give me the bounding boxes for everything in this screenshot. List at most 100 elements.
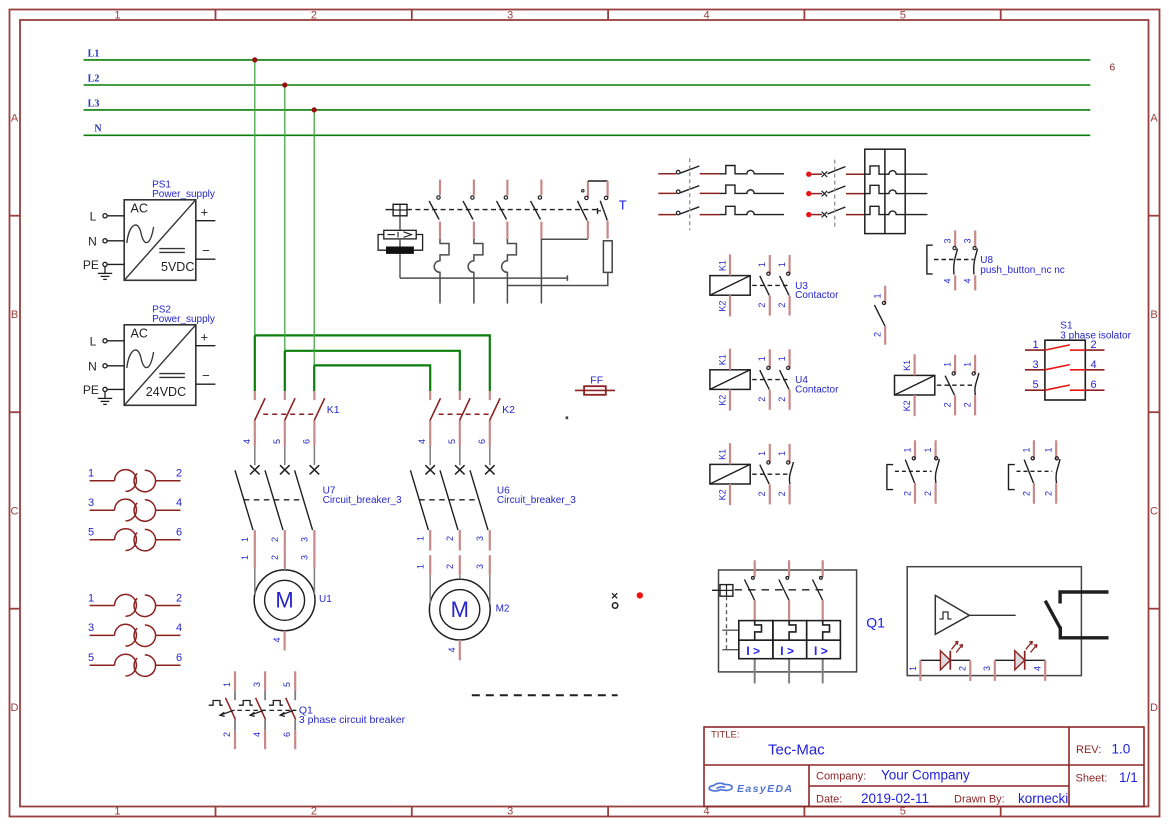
svg-text:S1: S1 (1060, 321, 1073, 332)
svg-text:A: A (1150, 112, 1158, 124)
svg-text:M: M (451, 597, 469, 622)
svg-text:3: 3 (88, 497, 94, 509)
svg-text:Company:: Company: (816, 770, 866, 782)
svg-text:1: 1 (777, 262, 787, 267)
svg-text:3 phase circuit breaker: 3 phase circuit breaker (299, 714, 406, 726)
svg-text:3: 3 (982, 666, 992, 671)
svg-text:3: 3 (88, 622, 94, 634)
svg-text:4: 4 (417, 439, 427, 444)
svg-text:3: 3 (252, 682, 262, 687)
svg-text:L: L (90, 210, 97, 224)
svg-text:3: 3 (300, 537, 310, 542)
svg-text:PE: PE (83, 258, 99, 272)
svg-text:EasyEDA: EasyEDA (737, 783, 794, 795)
svg-text:U1: U1 (319, 594, 332, 605)
svg-text:2: 2 (777, 397, 787, 402)
svg-text:−: − (202, 243, 210, 258)
svg-text:Q1: Q1 (299, 704, 313, 716)
svg-text:1: 1 (240, 537, 250, 542)
svg-text:PS2: PS2 (152, 304, 171, 315)
svg-text:1: 1 (943, 362, 953, 367)
svg-text:+: + (201, 330, 209, 345)
svg-text:K2: K2 (717, 395, 727, 406)
svg-text:2: 2 (757, 303, 767, 308)
svg-text:1: 1 (872, 293, 882, 298)
svg-text:PE: PE (83, 383, 99, 397)
svg-text:Circuit_breaker_3: Circuit_breaker_3 (323, 495, 402, 506)
svg-text:FF: FF (590, 374, 603, 386)
svg-text:3: 3 (475, 536, 485, 541)
svg-text:2019-02-11: 2019-02-11 (861, 791, 929, 806)
svg-text:K1: K1 (717, 354, 727, 365)
svg-text:2: 2 (757, 491, 767, 496)
svg-text:U3: U3 (795, 281, 808, 292)
svg-text:1/1: 1/1 (1119, 770, 1138, 785)
svg-text:K1: K1 (327, 404, 340, 416)
svg-text:+: + (201, 205, 209, 220)
svg-text:24VDC: 24VDC (146, 385, 186, 399)
svg-text:4: 4 (1090, 359, 1096, 371)
svg-text:U4: U4 (795, 375, 808, 386)
svg-text:Power_supply: Power_supply (152, 189, 215, 200)
svg-text:3: 3 (963, 238, 973, 243)
svg-text:L: L (90, 335, 97, 349)
svg-text:4: 4 (963, 278, 973, 283)
svg-text:2: 2 (270, 555, 280, 560)
svg-text:AC: AC (131, 327, 148, 341)
svg-text:2: 2 (176, 592, 182, 604)
svg-text:1: 1 (923, 447, 933, 452)
svg-text:5: 5 (272, 439, 282, 444)
svg-text:Drawn By:: Drawn By: (954, 794, 1005, 806)
svg-text:N: N (94, 124, 102, 135)
svg-text:U7: U7 (323, 485, 336, 496)
svg-text:K2: K2 (502, 404, 515, 416)
svg-text:kornecki: kornecki (1018, 791, 1068, 806)
svg-text:1: 1 (114, 9, 120, 21)
svg-text:4: 4 (703, 806, 709, 818)
svg-text:−: − (202, 368, 210, 383)
svg-text:Date:: Date: (816, 794, 842, 806)
svg-text:1: 1 (902, 447, 912, 452)
svg-text:1: 1 (415, 536, 425, 541)
svg-text:Power_supply: Power_supply (152, 314, 215, 325)
svg-text:1: 1 (757, 356, 767, 361)
svg-text:2: 2 (1044, 491, 1054, 496)
svg-text:Circuit_breaker_3: Circuit_breaker_3 (497, 495, 576, 506)
svg-text:T: T (619, 198, 627, 213)
svg-text:4: 4 (447, 647, 457, 652)
svg-text:6: 6 (301, 439, 311, 444)
svg-text:6: 6 (282, 732, 292, 737)
svg-text:4: 4 (176, 497, 182, 509)
svg-text:M: M (275, 588, 293, 613)
svg-text:I >: I > (814, 644, 828, 658)
svg-text:B: B (11, 309, 18, 321)
svg-text:Q1: Q1 (866, 614, 885, 630)
svg-text:push_button_nc nc: push_button_nc nc (980, 265, 1065, 276)
svg-text:2: 2 (757, 397, 767, 402)
svg-text:M2: M2 (496, 603, 510, 614)
svg-text:3: 3 (475, 564, 485, 569)
svg-text:C: C (11, 505, 19, 517)
svg-text:2: 2 (943, 402, 953, 407)
svg-text:K2: K2 (717, 301, 727, 312)
svg-text:5: 5 (282, 682, 292, 687)
svg-text:2: 2 (222, 732, 232, 737)
svg-text:3: 3 (507, 806, 513, 818)
svg-text:1.0: 1.0 (1112, 741, 1131, 756)
svg-text:N: N (88, 235, 97, 249)
svg-text:I >: I > (746, 644, 760, 658)
svg-text:5: 5 (900, 9, 906, 21)
svg-text:1: 1 (88, 468, 94, 480)
svg-text:3: 3 (300, 555, 310, 560)
svg-text:K1: K1 (717, 449, 727, 460)
svg-text:2: 2 (1090, 339, 1096, 351)
svg-text:6: 6 (176, 652, 182, 664)
svg-text:D: D (11, 702, 19, 714)
svg-text:3: 3 (507, 9, 513, 21)
svg-text:1: 1 (1032, 339, 1038, 351)
svg-text:U6: U6 (497, 485, 510, 496)
svg-text:2: 2 (1021, 491, 1031, 496)
svg-text:C: C (1150, 505, 1158, 517)
svg-text:6: 6 (176, 527, 182, 539)
svg-text:1: 1 (88, 592, 94, 604)
